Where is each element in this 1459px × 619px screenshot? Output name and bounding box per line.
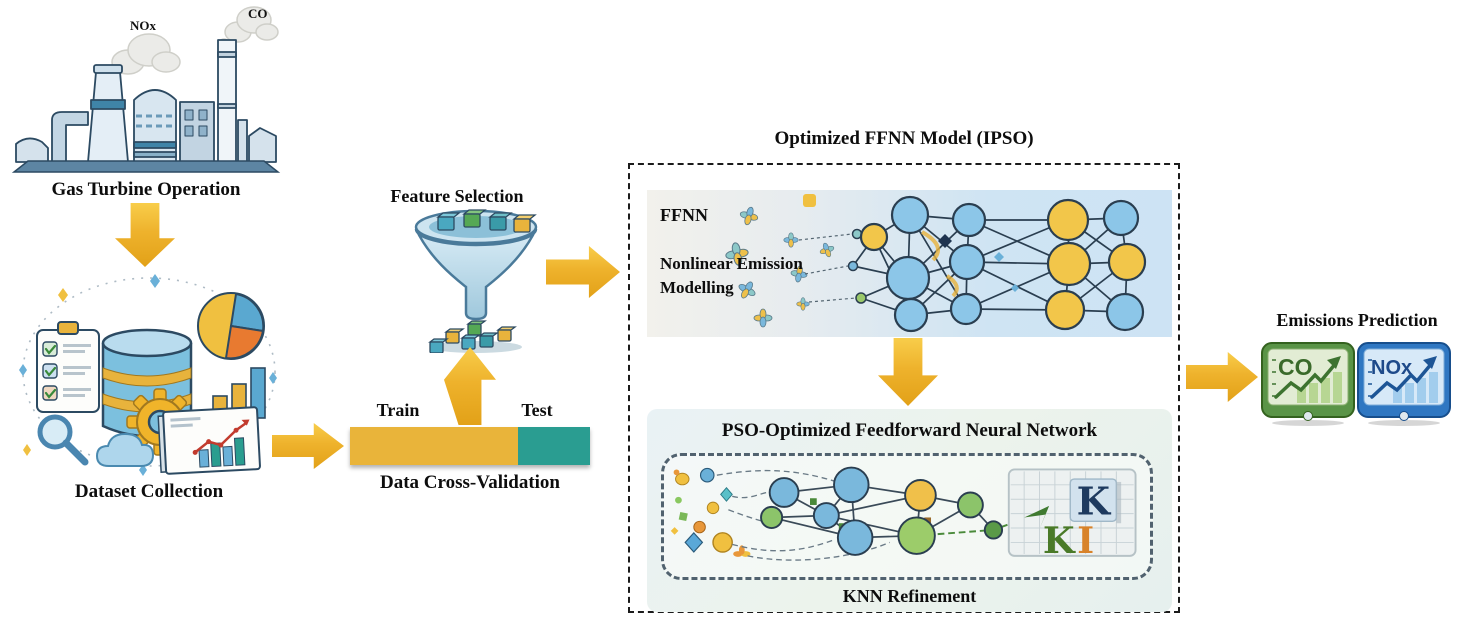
co-monitor-icon: CO (1261, 342, 1355, 426)
gas-turbine-illustration: NOx CO (8, 4, 284, 180)
knn-letter-k-top: K (1077, 480, 1112, 525)
nox-monitor-label: NOx (1371, 357, 1412, 379)
co-monitor-label: CO (1278, 354, 1313, 380)
pso-title: PSO-Optimized Feedforward Neural Network (721, 420, 1098, 441)
dotted-orbit (22, 277, 276, 467)
knn-letter-k-bottom: K (1043, 519, 1076, 562)
funnel-base-shadow (430, 341, 522, 353)
knn-caption: KNN Refinement (842, 586, 977, 606)
nox-bars (1393, 372, 1438, 403)
emissions-caption: Emissions Prediction (1276, 310, 1438, 330)
dataset-collection-illustration (15, 272, 283, 477)
ffnn-subtitle: Nonlinear Emission Modelling (660, 254, 803, 297)
knn-grid-icon: K K I (1007, 468, 1137, 562)
optimized-ffnn-model-box: FFNN Nonlinear Emission Modelling PSO-Op… (628, 163, 1180, 613)
co-bars (1297, 372, 1342, 403)
report-chart-icon (157, 406, 261, 475)
model-box-title: Optimized FFNN Model (IPSO) (774, 128, 1034, 149)
smoke-label-nox: NOx (130, 18, 157, 33)
feature-cubes-out (428, 320, 517, 353)
train-segment (350, 427, 518, 465)
test-segment (518, 427, 590, 465)
feature-selection-caption: Feature Selection (390, 186, 524, 206)
ffnn-panel: FFNN Nonlinear Emission Modelling (647, 190, 1172, 337)
factory-buildings (15, 39, 277, 163)
pso-particles (725, 194, 835, 328)
ffnn-label: FFNN (660, 205, 708, 225)
factory-ground (11, 160, 281, 173)
flow-arrow-up (444, 347, 496, 425)
co-trend-line (1274, 361, 1338, 399)
flow-arrow-down-1 (115, 203, 175, 267)
checklist-icon (36, 321, 100, 413)
flow-arrow-down-2 (878, 338, 938, 406)
magnifier-icon (37, 414, 89, 466)
test-label: Test (521, 400, 553, 420)
train-test-split-bar (350, 427, 590, 465)
cross-validation-caption: Data Cross-Validation (380, 472, 560, 493)
dataset-caption: Dataset Collection (74, 481, 224, 502)
ffnn-nodes (859, 195, 1147, 333)
ffnn-network-illustration (647, 190, 1172, 337)
edge-accents (938, 234, 1019, 292)
particle-links (798, 233, 857, 303)
pso-panel: PSO-Optimized Feedforward Neural Network (647, 409, 1172, 612)
yellow-accents (920, 230, 959, 298)
train-label: Train (376, 400, 420, 420)
cloud-icon (95, 432, 155, 467)
flow-arrow-right-2 (546, 246, 620, 298)
nox-monitor-icon: NOx (1357, 342, 1451, 426)
smoke-label-co: CO (248, 6, 268, 21)
ffnn-mini-nodes (847, 228, 867, 304)
pie-chart-icon (197, 292, 265, 360)
knn-letter-i: I (1077, 519, 1094, 562)
nox-trend-line (1370, 361, 1434, 399)
gas-turbine-caption: Gas Turbine Operation (51, 179, 241, 200)
feature-cubes-in (436, 209, 537, 233)
feature-selection-funnel (408, 207, 550, 353)
knn-inner-box: K K I (661, 453, 1153, 580)
sparkle-icons (19, 274, 277, 476)
knn-particles (670, 467, 751, 557)
funnel-body (414, 228, 538, 321)
green-pointer-icon (1024, 505, 1050, 529)
knn-nodes (760, 466, 1004, 556)
flow-arrow-right-3 (1186, 352, 1258, 402)
